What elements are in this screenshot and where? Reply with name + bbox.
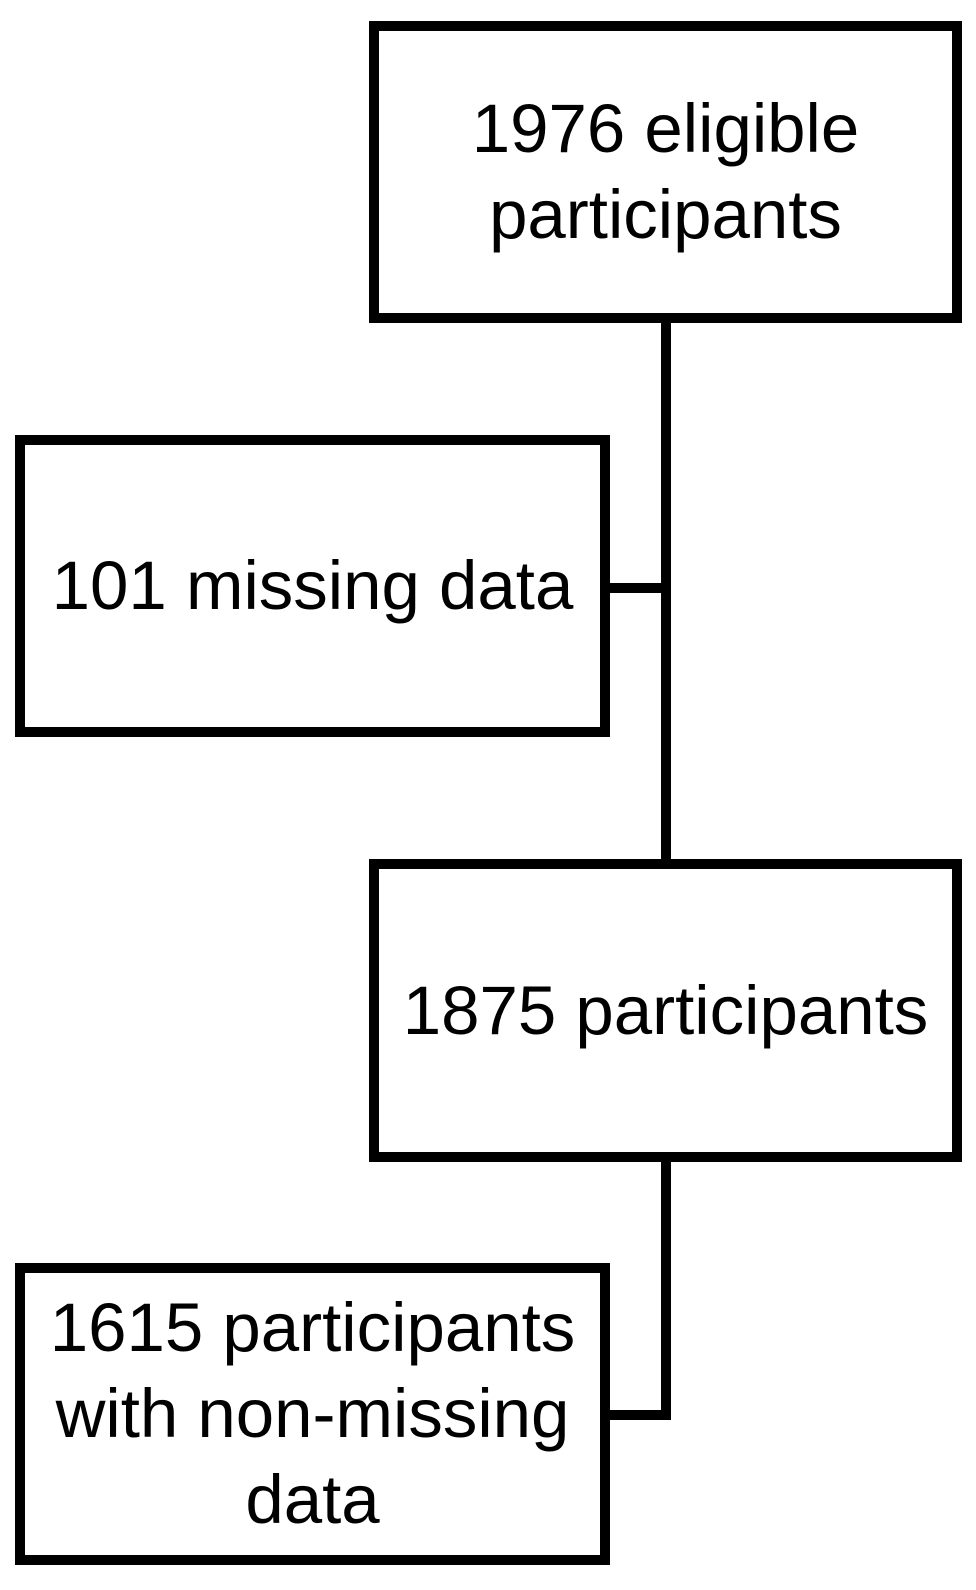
flow-node-non-missing-data-label: 1615 participants with non-missing data: [49, 1289, 576, 1538]
flow-node-eligible-participants-label: 1976 eligible participants: [471, 90, 860, 253]
connector-missing-data-branch-horizontal: [605, 583, 663, 593]
flow-node-eligible-participants: 1976 eligible participants: [369, 21, 962, 323]
flow-node-missing-data: 101 missing data: [15, 435, 610, 737]
connector-non-missing-data-branch-horizontal: [605, 1410, 671, 1420]
flow-node-non-missing-data: 1615 participants with non-missing data: [15, 1263, 610, 1565]
flow-node-participants: 1875 participants: [369, 859, 962, 1162]
connector-participants-down-vertical: [661, 1157, 671, 1420]
connector-eligible-to-participants-vertical: [661, 318, 671, 864]
flow-node-participants-label: 1875 participants: [402, 971, 929, 1049]
flow-node-missing-data-label: 101 missing data: [51, 547, 574, 624]
